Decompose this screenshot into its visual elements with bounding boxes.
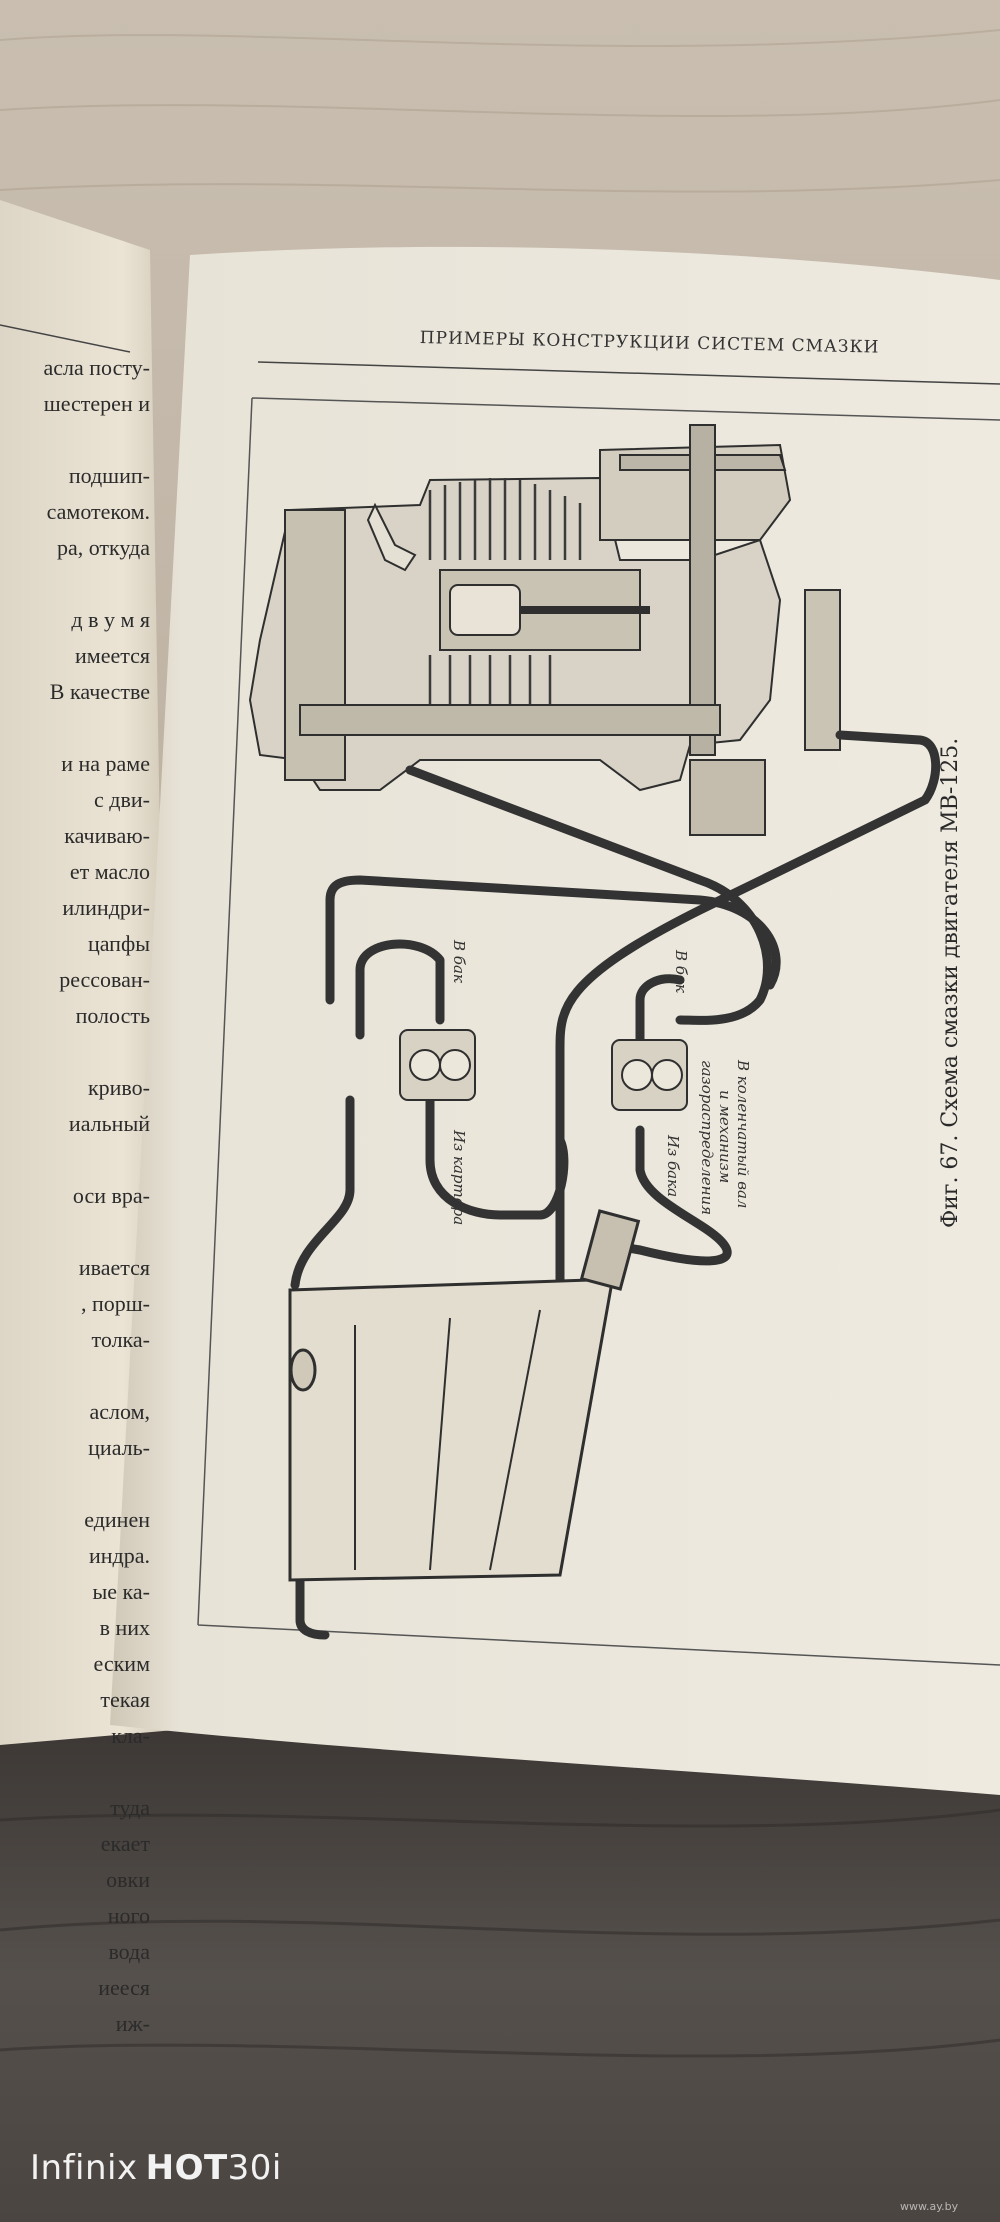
left-page-line: [0, 1754, 150, 1790]
left-page-line: [0, 1034, 150, 1070]
left-page-line: циаль-: [88, 1435, 150, 1460]
left-page-line: аслом,: [89, 1399, 150, 1424]
bottom-shaft: [299, 704, 721, 736]
left-page-line: качиваю-: [64, 823, 150, 848]
wood-surface-bottom: [0, 1730, 1000, 2222]
oil-pipes: [290, 730, 941, 1640]
left-page-line: единен: [84, 1507, 150, 1532]
left-page-line: [0, 566, 150, 602]
pipe-head-to-tank: [555, 730, 941, 1425]
left-page-line: криво-: [87, 1075, 150, 1100]
engine-diagram: [248, 424, 841, 836]
pipe-pump2-out: [635, 974, 685, 1065]
left-page-line: д в у м я: [71, 607, 150, 632]
crank-shaft: [689, 424, 716, 756]
left-page-line: иееся: [98, 1975, 150, 2000]
left-page-line: екает: [100, 1831, 150, 1856]
label-crankshaft-3: газораспределения: [698, 1060, 716, 1216]
left-page-line: рессован-: [59, 967, 150, 992]
left-page-line: кла-: [111, 1723, 150, 1748]
lower-gear-block: [689, 759, 766, 836]
wood-grain: [0, 29, 1000, 193]
left-page-line: [0, 710, 150, 746]
left-page-line: [0, 1214, 150, 1250]
piston: [449, 584, 521, 636]
left-page-line: с дви-: [94, 787, 150, 812]
left-page-line: еским: [93, 1651, 150, 1676]
label-crankshaft-2: и механизм: [716, 1090, 734, 1184]
left-page-line: вода: [108, 1939, 150, 1964]
left-page-line: цапфы: [87, 931, 150, 956]
pipe-upper-loop: [325, 875, 781, 1005]
left-page-line: иж-: [115, 2011, 150, 2036]
left-page-line: [0, 1466, 150, 1502]
left-page-line: [0, 422, 150, 458]
spark-plug: [366, 502, 417, 572]
left-page-line: ра, откуда: [56, 535, 150, 560]
left-page-line: оси вра-: [72, 1183, 150, 1208]
left-page-line: илиндри-: [62, 895, 150, 920]
left-page-line: текая: [100, 1687, 150, 1712]
left-page-text: асла посту-шестерен и подшип-самотеком. ра…: [0, 350, 150, 2042]
label-from-tank: Из бака: [664, 1135, 682, 1198]
flywheel-housing: [284, 509, 346, 781]
left-page-line: шестерен и: [43, 391, 150, 416]
dark-wood-grain: [0, 1808, 1000, 2058]
pipe-crankcase-loop: [405, 765, 772, 1025]
left-page-rule: [0, 324, 131, 353]
left-page-line: ивается: [78, 1255, 150, 1280]
left-page-line: [0, 1358, 150, 1394]
pipe-from-tank: [605, 1125, 732, 1266]
left-page-line: овки: [106, 1867, 150, 1892]
left-page-line: самотеком.: [46, 499, 150, 524]
site-watermark: www.ay.by: [900, 2200, 959, 2213]
left-page-line: асла посту-: [43, 355, 150, 380]
left-page-line: подшип-: [68, 463, 150, 488]
oil-pump-right: [611, 1039, 688, 1111]
left-page-line: [0, 1142, 150, 1178]
figure-frame: [197, 397, 1000, 1666]
label-to-tank-1: В бак: [450, 940, 468, 983]
figure-caption: Фиг. 67. Схема смазки двигателя МВ-125.: [938, 737, 963, 1228]
left-page-line: ые ка-: [92, 1579, 151, 1604]
pipe-tank-feed: [290, 1095, 355, 1290]
pipe-from-crankcase: [425, 1095, 569, 1220]
left-page-line: ного: [107, 1903, 150, 1928]
watermark-model: HOT: [145, 2148, 228, 2188]
left-page-line: полость: [75, 1003, 150, 1028]
left-page-line: В качестве: [49, 679, 150, 704]
left-page-line: в них: [99, 1615, 150, 1640]
oil-tank: [288, 1209, 641, 1582]
left-page-line: , порш-: [80, 1291, 150, 1316]
cylinder-fins: [428, 478, 582, 725]
pipe-tank-drain: [295, 1565, 330, 1640]
left-page-line: ет масло: [69, 859, 150, 884]
oil-valve-block: [804, 589, 841, 751]
label-to-tank-2: В бак: [672, 950, 690, 993]
watermark-brand: Infinix: [30, 2148, 138, 2188]
left-page-line: индра.: [88, 1543, 150, 1568]
watermark-number: 30i: [227, 2148, 282, 2188]
label-from-crankcase: Из картера: [450, 1130, 468, 1226]
left-page-line: толка-: [91, 1327, 150, 1352]
pipe-tank-loop: [355, 939, 445, 1040]
left-page-line: и на раме: [61, 751, 150, 776]
left-page-line: туда: [110, 1795, 150, 1820]
left-page-line: иальный: [68, 1111, 150, 1136]
label-crankshaft-1: В коленчатый вал: [734, 1060, 752, 1209]
running-head-rule: [257, 361, 1000, 385]
left-page-line: имеется: [75, 643, 150, 668]
oil-pump-left: [399, 1029, 476, 1101]
